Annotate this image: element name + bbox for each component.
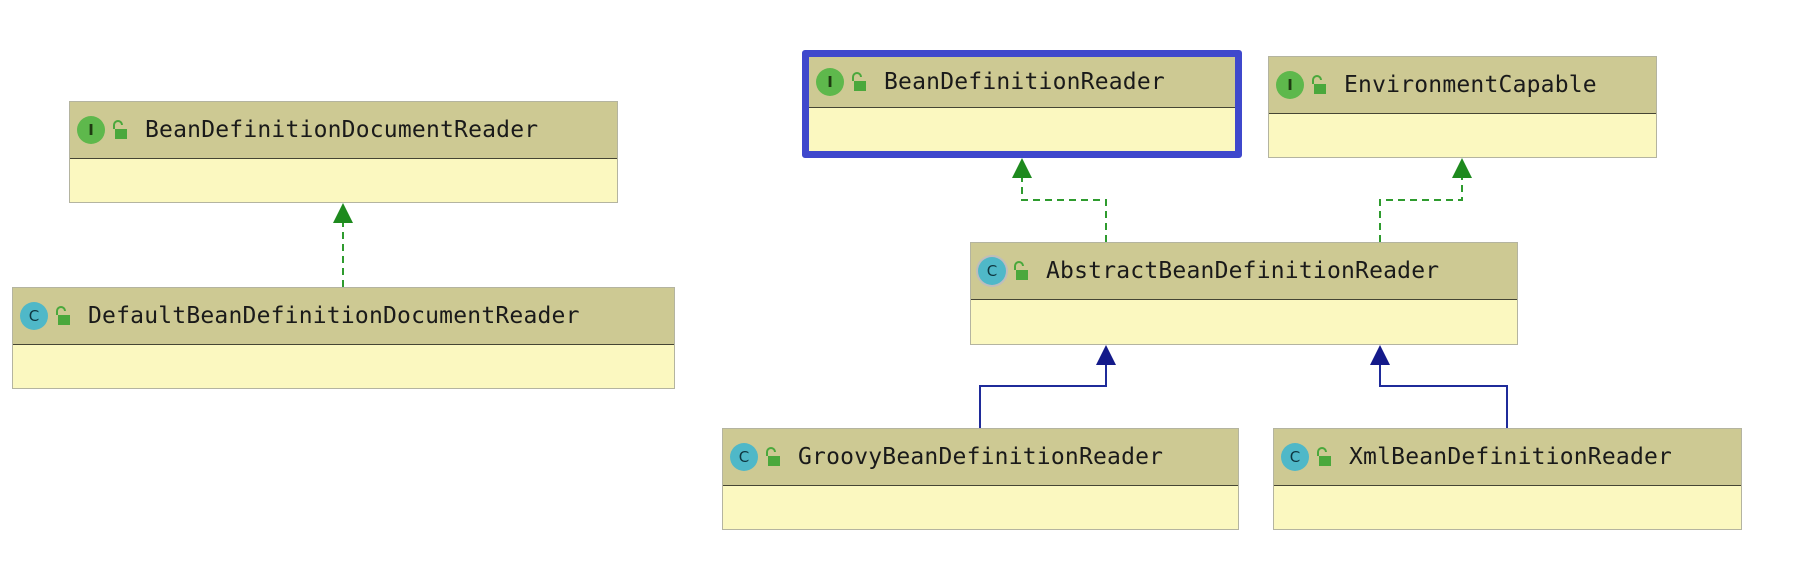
implements-arrowhead [333, 203, 353, 223]
unlocked-icon [56, 306, 70, 325]
node-title: BeanDefinitionReader [884, 69, 1165, 95]
abstract-class-icon: C [978, 257, 1006, 285]
interface-icon: I [816, 68, 844, 96]
node-title: BeanDefinitionDocumentReader [145, 117, 539, 143]
edge-xbdr-extends-abdr [1370, 345, 1508, 428]
node-title: AbstractBeanDefinitionReader [1046, 258, 1440, 284]
edge-dbddr-implements-bddr [333, 203, 353, 287]
implements-arrowhead [1012, 158, 1032, 178]
node-title: EnvironmentCapable [1344, 72, 1597, 98]
class-icon: C [730, 443, 758, 471]
node-title: XmlBeanDefinitionReader [1349, 444, 1673, 470]
node-header: C GroovyBeanDefinitionReader [723, 429, 1238, 486]
unlocked-icon [1317, 447, 1331, 466]
node-header: I EnvironmentCapable [1269, 57, 1656, 114]
node-header: I BeanDefinitionDocumentReader [70, 102, 617, 159]
node-xml-bean-definition-reader[interactable]: C XmlBeanDefinitionReader [1273, 428, 1742, 530]
node-bean-definition-reader[interactable]: I BeanDefinitionReader [802, 50, 1242, 158]
node-header: C DefaultBeanDefinitionDocumentReader [13, 288, 674, 345]
interface-icon: I [1276, 71, 1304, 99]
edge-abdr-implements-ec [1379, 158, 1472, 242]
node-abstract-bean-definition-reader[interactable]: C AbstractBeanDefinitionReader [970, 242, 1518, 345]
edge-abdr-implements-bdr [1012, 158, 1107, 242]
edge-gbdr-extends-abdr [979, 345, 1116, 428]
node-title: DefaultBeanDefinitionDocumentReader [88, 303, 580, 329]
class-icon: C [20, 302, 48, 330]
extends-arrowhead [1370, 345, 1390, 365]
unlocked-icon [1312, 75, 1326, 94]
node-header: I BeanDefinitionReader [809, 57, 1235, 108]
node-groovy-bean-definition-reader[interactable]: C GroovyBeanDefinitionReader [722, 428, 1239, 530]
node-title: GroovyBeanDefinitionReader [798, 444, 1164, 470]
interface-icon: I [77, 116, 105, 144]
implements-arrowhead [1452, 158, 1472, 178]
unlocked-icon [852, 72, 866, 91]
extends-arrowhead [1096, 345, 1116, 365]
class-icon: C [1281, 443, 1309, 471]
node-header: C XmlBeanDefinitionReader [1274, 429, 1741, 486]
node-bean-definition-document-reader[interactable]: I BeanDefinitionDocumentReader [69, 101, 618, 203]
node-default-bean-definition-document-reader[interactable]: C DefaultBeanDefinitionDocumentReader [12, 287, 675, 389]
unlocked-icon [1014, 261, 1028, 280]
node-header: C AbstractBeanDefinitionReader [971, 243, 1517, 300]
unlocked-icon [766, 447, 780, 466]
node-environment-capable[interactable]: I EnvironmentCapable [1268, 56, 1657, 158]
unlocked-icon [113, 120, 127, 139]
